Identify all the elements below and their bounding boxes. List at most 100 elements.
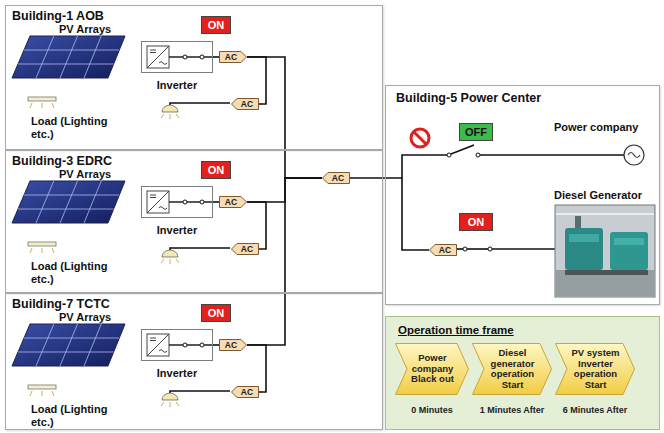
switch-contact [463, 247, 467, 251]
time-label: 0 Minutes [411, 405, 453, 415]
inverter-symbol [142, 42, 212, 72]
text-slot: PV Arrays [59, 311, 111, 324]
text-slot: Load (Lighting etc.) [31, 403, 123, 429]
switch-contact [200, 343, 204, 347]
chevron-body: Diesel generator operation Start [472, 343, 552, 395]
chevron-body: Power company Black out [395, 343, 469, 395]
timeline-chevron: Diesel generator operation Start1 Minute… [472, 343, 552, 411]
building-art-7 [12, 324, 230, 407]
photo-ceiling-light [556, 213, 654, 215]
wire-connector [247, 202, 266, 249]
ac-arrow: AC [231, 98, 259, 110]
text-slot: Building-5 Power Center [396, 91, 541, 106]
panel-title: Building-7 TCTC [12, 297, 110, 312]
time-label: 6 Minutes After [563, 405, 628, 415]
no-entry-bar [414, 132, 426, 144]
panel-label: Load (Lighting etc.) [31, 260, 123, 286]
photo-pipe [575, 216, 581, 230]
switch-state-box: OFF [459, 123, 493, 141]
inverter-box: Inverter [141, 329, 213, 377]
wire-connector [213, 201, 219, 203]
dc-ac-square [147, 191, 169, 213]
chevron-outline [473, 344, 552, 395]
inverter-label: Inverter [157, 79, 197, 91]
text-slot: Inverter [127, 75, 227, 93]
switch-state-box: ON [201, 161, 231, 179]
panel-title: Building-3 EDRC [12, 154, 112, 169]
panel-label: Diesel Generator [554, 189, 642, 202]
text-slot: Load (Lighting etc.) [31, 115, 123, 141]
building-panel: Building-1 AOBPV ArraysLoad (Lighting et… [5, 5, 383, 150]
text-slot: Operation time frame [398, 323, 514, 337]
switch-contact [183, 200, 187, 204]
photo-engine [610, 232, 648, 270]
ac-mark [159, 350, 167, 353]
dc-ac-diagonal [147, 46, 169, 68]
photo-base [565, 270, 648, 275]
switch-state-box: ON [201, 16, 231, 34]
inverter-box: Inverter [141, 186, 213, 234]
inverter-body [141, 186, 213, 218]
switch-contact [476, 153, 480, 157]
switch-contact [183, 55, 187, 59]
ac-label: AC [225, 197, 237, 207]
wire-connector [350, 178, 429, 250]
ac-arrow: AC [322, 172, 350, 184]
switch-blade-closed [187, 56, 200, 57]
dc-mark [150, 340, 156, 341]
switch-state-label: ON [208, 307, 225, 319]
timeline-chevron: Power company Black out0 Minutes [395, 343, 469, 411]
diesel-wire [492, 248, 555, 250]
dc-ac-diagonal [147, 334, 169, 356]
grid-wire [480, 154, 624, 156]
switch-state-box: ON [459, 213, 493, 231]
text-slot: Inverter [127, 220, 227, 238]
text-slot: Building-1 AOB [12, 9, 104, 24]
photo-floor [556, 270, 654, 296]
inverter-label: Inverter [157, 224, 197, 236]
inverter-symbol [142, 187, 212, 217]
ac-label: AC [332, 173, 344, 183]
wire-connector [213, 344, 219, 346]
panel-label: Load (Lighting etc.) [31, 115, 123, 141]
switch-blade-closed [467, 248, 488, 250]
ac-label: AC [241, 99, 253, 109]
ac-label: AC [241, 387, 253, 397]
inverter-body [141, 329, 213, 361]
building-panel: Building-7 TCTCPV ArraysLoad (Lighting e… [5, 293, 383, 430]
ac-arrow-outline [220, 197, 247, 208]
building-art-1 [12, 36, 230, 119]
text-slot: 0 Minutes [391, 399, 473, 417]
text-slot: Diesel Generator [554, 189, 642, 202]
switch-state-box: ON [201, 304, 231, 322]
ac-arrow-outline [232, 99, 259, 110]
chevron-outline [556, 344, 635, 395]
inverter-wire [169, 344, 183, 345]
dc-mark [150, 197, 156, 198]
wire-connector [247, 57, 266, 104]
ac-arrow-outline [232, 387, 259, 398]
switch-state-label: ON [208, 19, 225, 31]
panel-title: Building-1 AOB [12, 9, 104, 24]
ac-arrow: AC [429, 244, 457, 256]
dc-mark [150, 52, 156, 53]
ac-arrow-outline [232, 244, 259, 255]
inverter-wire [204, 201, 212, 202]
dc-mark [150, 195, 156, 196]
switch-contact [200, 200, 204, 204]
ac-arrow-outline [430, 245, 457, 256]
wire-connector [247, 345, 266, 392]
text-slot: PV Arrays [59, 23, 111, 36]
dc-mark [150, 50, 156, 51]
ac-arrow: AC [219, 339, 247, 351]
panel-label: Load (Lighting etc.) [31, 403, 123, 429]
building-panel: Building-3 EDRCPV ArraysLoad (Lighting e… [5, 150, 383, 293]
diesel-wire [456, 248, 463, 250]
ac-arrow-outline [220, 340, 247, 351]
ac-source-wave [628, 153, 640, 158]
grid-branch [402, 129, 644, 178]
switch-state-label: OFF [465, 126, 487, 138]
chevron-label: Diesel generator operation Start [486, 348, 539, 390]
text-slot: Building-7 TCTC [12, 297, 110, 312]
building-panel: Building-5 Power CenterPower companyDies… [385, 85, 660, 305]
